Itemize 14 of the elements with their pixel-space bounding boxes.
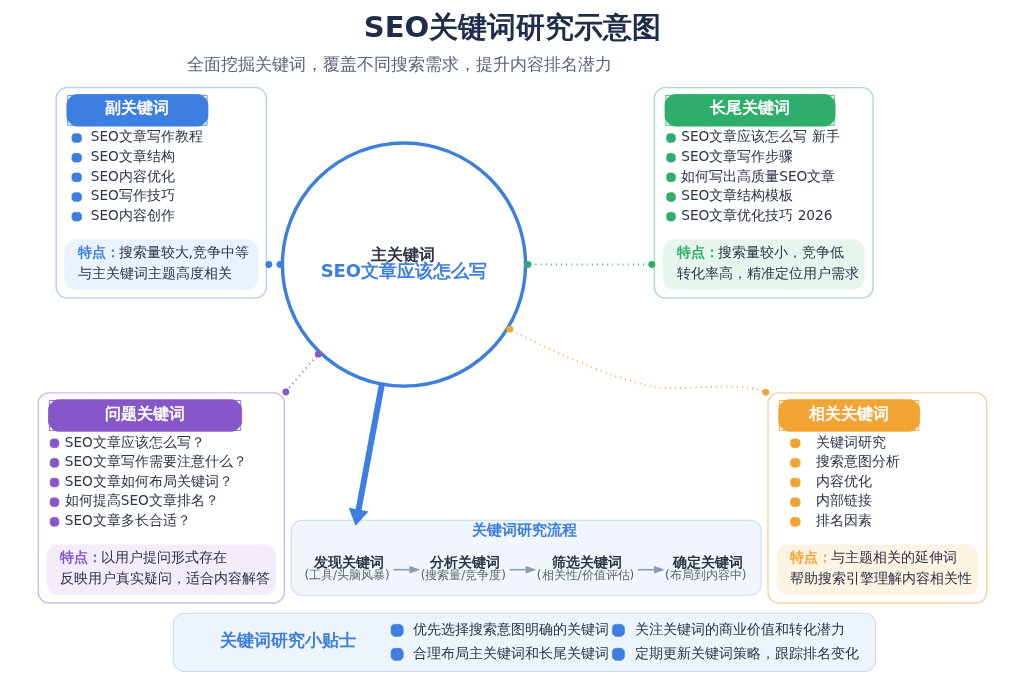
label: 全面挖掘关键词，覆盖不同搜索需求，提升内容排名潜力 [186, 53, 612, 74]
arrow [348, 383, 385, 526]
node-text: 筛选关键词 (相关性/价值评估) [536, 553, 634, 583]
node-box: 关键词研究小贴士 优先选择搜索意图明确的关键词 关注关键词的商业价值和转化潜力 合理布局主关键词和长尾关键词 定期更新关键词策略，跟踪排名变化 [172, 612, 876, 672]
node-text: 分析关键词 (搜索量/竞争度) [420, 553, 506, 583]
connector [524, 261, 655, 268]
diagram-title: SEO关键词研究示意图 [363, 10, 661, 45]
node-text: 发现关键词 (工具/头脑风暴) [303, 553, 390, 583]
node-circle: 主关键词 SEO文章应该怎么写 [280, 141, 527, 388]
node-box: 特点：搜索量较小，竞争低 转化率高，精准定位用户需求 [662, 239, 865, 290]
node-text: 确定关键词 (布局到内容中) [664, 553, 746, 583]
connector [505, 325, 769, 396]
node-box: 特点：与主题相关的延伸词 帮助搜索引擎理解内容相关性 [776, 544, 978, 595]
connector [281, 350, 322, 396]
